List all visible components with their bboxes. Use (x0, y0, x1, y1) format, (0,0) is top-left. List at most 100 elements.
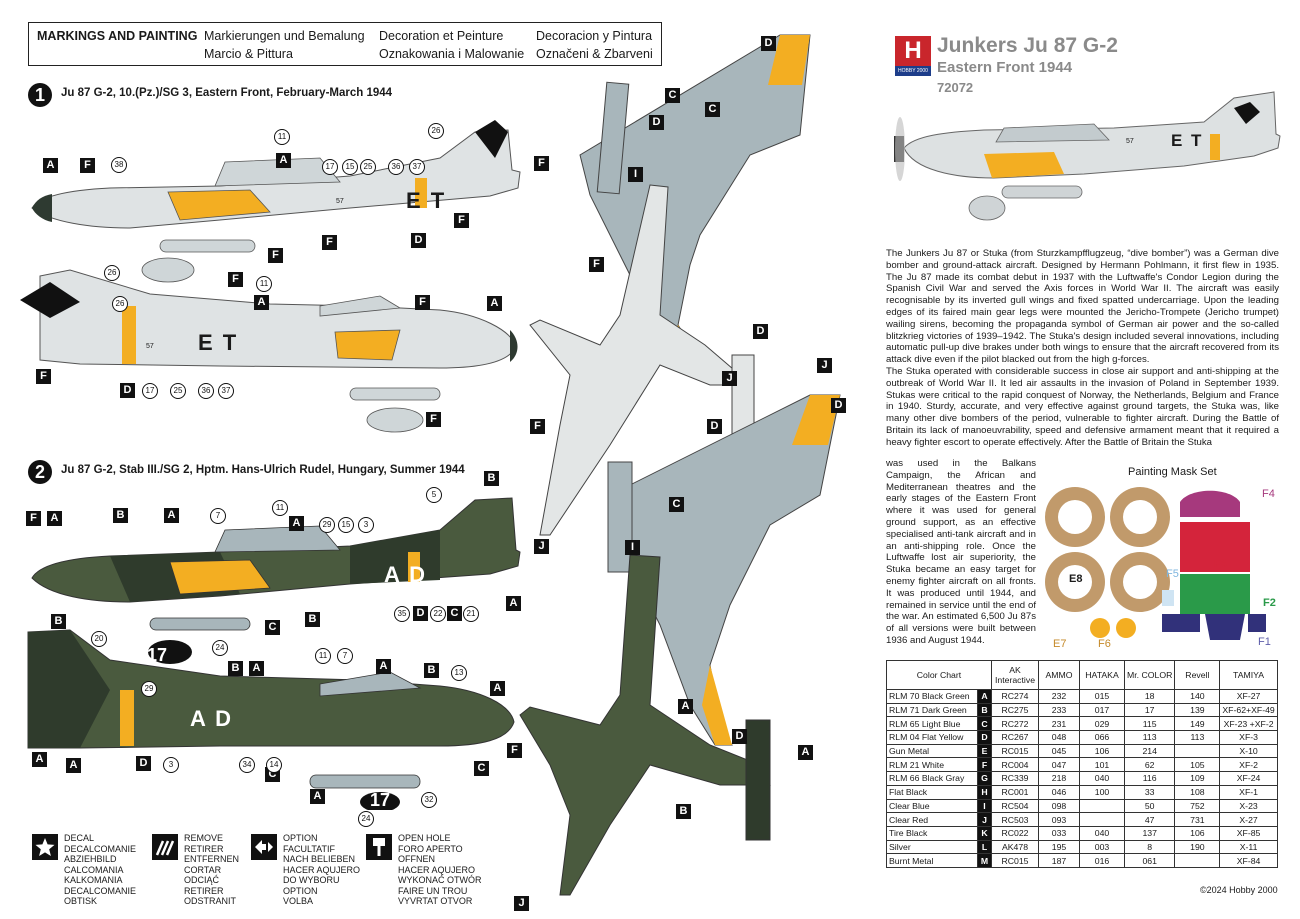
scheme1-code-left: E T (406, 188, 447, 213)
label-F: F (426, 412, 441, 427)
callout-32: 32 (421, 792, 437, 808)
scheme2-code-right: A D (190, 706, 234, 731)
header-title: MARKINGS AND PAINTING (37, 29, 198, 43)
color-cell-name: Gun Metal (886, 743, 978, 759)
remove-icon (152, 834, 178, 860)
option-icon (251, 834, 277, 860)
color-cell-revell: 140 (1174, 689, 1221, 704)
color-cell-code: I (977, 798, 992, 814)
mask-set-diagram (1045, 487, 1266, 640)
color-cell-revell: 139 (1174, 702, 1221, 718)
color-cell-hataka: 106 (1079, 743, 1125, 759)
label-A: A (289, 516, 304, 531)
scheme1-title: Ju 87 G-2, 10.(Pz.)/SG 3, Eastern Front,… (61, 87, 393, 99)
color-cell-ak: RC004 (991, 757, 1039, 773)
label-A: A (376, 659, 391, 674)
color-cell-ammo: 233 (1038, 702, 1080, 718)
callout-21: 21 (463, 606, 479, 622)
label-D: D (831, 398, 846, 413)
color-cell-tamiya: XF-3 (1219, 730, 1278, 745)
product-subtitle: Eastern Front 1944 (937, 59, 1073, 76)
scheme2-top-view (607, 394, 841, 746)
scheme2-profiles (27, 497, 521, 810)
color-cell-revell: 105 (1174, 757, 1221, 773)
color-cell-hataka: 016 (1079, 853, 1125, 868)
scheme2-wheel-code-right: 17 (370, 790, 391, 810)
callout-24: 24 (358, 811, 374, 827)
header-lang-de: Markierungen und Bemalung (204, 29, 365, 43)
callout-25: 25 (170, 383, 186, 399)
scheme2-bottom-view (519, 554, 771, 896)
color-cell-ammo: 048 (1038, 730, 1080, 745)
scheme2-left-profile (31, 497, 521, 664)
label-D: D (649, 115, 664, 130)
color-cell-name: Clear Red (886, 812, 978, 827)
mask-label-f6: F6 (1098, 638, 1111, 650)
color-cell-code: B (977, 702, 992, 718)
label-A: A (276, 153, 291, 168)
color-cell-code: J (977, 812, 992, 827)
color-cell-revell: 106 (1174, 825, 1221, 841)
callout-11: 11 (274, 129, 290, 145)
color-cell-tamiya: XF-62+XF-49 (1219, 702, 1278, 718)
scheme1-code-right: E T (198, 330, 239, 355)
legend-decal-text: DECAL DECALCOMANIE ABZIEHBILD CALCOMANIA… (64, 833, 137, 906)
callout-37: 37 (409, 159, 425, 175)
callout-34: 34 (239, 757, 255, 773)
scheme1-right-profile (20, 269, 518, 433)
label-C: C (474, 761, 489, 776)
label-D: D (732, 729, 747, 744)
label-F: F (534, 156, 549, 171)
color-cell-mr: 17 (1123, 702, 1176, 718)
color-cell-ammo: 033 (1038, 825, 1080, 841)
scheme1-num-right: 57 (146, 343, 154, 350)
color-cell-tamiya: XF-2 (1219, 757, 1278, 773)
color-cell-mr: 116 (1123, 771, 1176, 786)
color-cell-ammo: 231 (1038, 716, 1080, 732)
color-cell-revell: 149 (1174, 716, 1221, 732)
color-cell-ak: AK478 (991, 839, 1039, 855)
color-cell-mr: 137 (1123, 825, 1176, 841)
label-A: A (310, 789, 325, 804)
callout-25: 25 (360, 159, 376, 175)
callout-15: 15 (342, 159, 358, 175)
callout-24: 24 (212, 640, 228, 656)
color-cell-hataka: 015 (1079, 689, 1125, 704)
mask-label-f3: F3 (1214, 558, 1227, 570)
col-mrcolor: Mr. COLOR (1123, 660, 1176, 690)
color-cell-mr: 62 (1123, 757, 1176, 773)
callout-11: 11 (315, 648, 331, 664)
color-cell-mr: 115 (1123, 716, 1176, 732)
callout-37: 37 (218, 383, 234, 399)
color-cell-code: K (977, 825, 992, 841)
color-cell-name: Flat Black (886, 784, 978, 800)
color-cell-tamiya: XF-1 (1219, 784, 1278, 800)
label-D: D (413, 606, 428, 621)
label-D: D (707, 419, 722, 434)
color-cell-ammo: 045 (1038, 743, 1080, 759)
legend-hole-text: OPEN HOLE FORO APERTO OFFNEN HACER AQUJE… (398, 833, 482, 906)
callout-17: 17 (322, 159, 338, 175)
header-lang-pl: Oznakowania i Malowanie (379, 47, 525, 61)
color-cell-tamiya: XF-24 (1219, 771, 1278, 786)
label-J: J (722, 371, 737, 386)
color-cell-hataka (1079, 798, 1125, 814)
color-cell-hataka: 029 (1079, 716, 1125, 732)
history-text: The Junkers Ju 87 or Stuka (from Sturzka… (886, 248, 1279, 449)
color-cell-ammo: 093 (1038, 812, 1080, 827)
color-cell-ammo: 046 (1038, 784, 1080, 800)
label-F: F (530, 419, 545, 434)
mask-label-f1: F1 (1258, 636, 1271, 648)
color-cell-name: RLM 04 Flat Yellow (886, 730, 978, 745)
callout-26: 26 (428, 123, 444, 139)
color-cell-revell: 752 (1174, 798, 1221, 814)
color-cell-code: F (977, 757, 992, 773)
scheme2-right-profile (27, 629, 515, 810)
scheme2-title: Ju 87 G-2, Stab III./SG 2, Hptm. Hans-Ul… (61, 464, 465, 476)
color-cell-tamiya: X-11 (1219, 839, 1278, 855)
color-cell-name: RLM 70 Black Green (886, 689, 978, 704)
